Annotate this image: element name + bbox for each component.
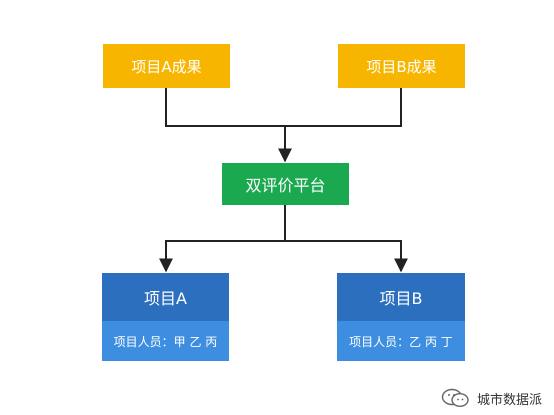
project-a-title: 项目A	[102, 273, 229, 321]
platform-label: 双评价平台	[245, 176, 326, 195]
result-a-box: 项目A成果	[103, 44, 230, 88]
project-a-box: 项目A 项目人员：甲 乙 丙	[102, 273, 229, 361]
platform-box: 双评价平台	[222, 163, 349, 205]
result-b-box: 项目B成果	[338, 44, 465, 88]
project-b-box: 项目B 项目人员：乙 丙 丁	[337, 273, 465, 361]
project-b-members: 项目人员：乙 丙 丁	[337, 321, 465, 361]
connector-result-a	[165, 88, 285, 127]
wechat-icon	[441, 388, 469, 408]
result-a-label: 项目A成果	[131, 57, 202, 76]
result-b-label: 项目B成果	[366, 57, 437, 76]
project-b-title: 项目B	[337, 273, 465, 321]
watermark: 城市数据派	[441, 387, 542, 409]
connector-result-b	[285, 88, 402, 127]
watermark-text: 城市数据派	[476, 392, 542, 408]
project-a-members: 项目人员：甲 乙 丙	[102, 321, 229, 361]
